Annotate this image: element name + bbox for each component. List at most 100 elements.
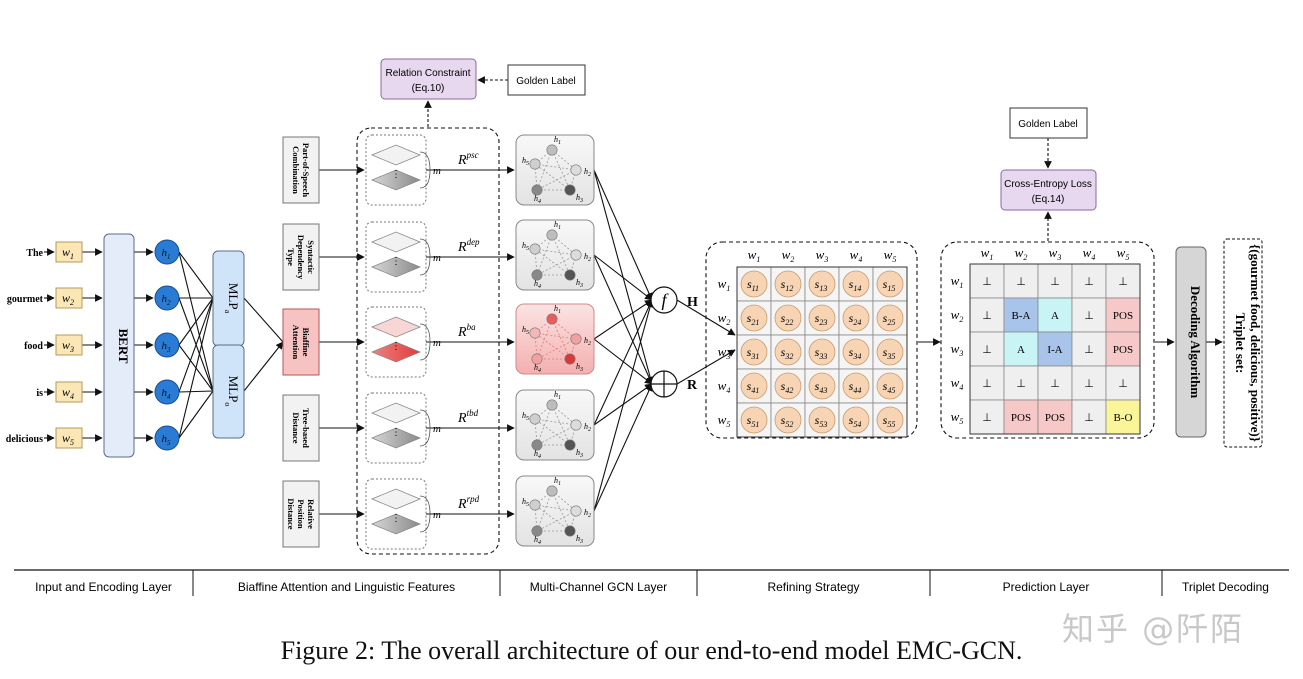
token-label: w1 (62, 245, 74, 261)
golden-label-right-text: Golden Label (1018, 119, 1078, 130)
refine-col-header: w4 (850, 247, 863, 264)
score-node (876, 406, 904, 434)
score-node (774, 338, 802, 366)
token-label: w2 (62, 291, 74, 307)
pred-cell-label: ⊥ (982, 378, 992, 390)
figure-caption: Figure 2: The overall architecture of ou… (280, 636, 1023, 665)
score-label: s11 (747, 277, 759, 293)
pred-cell-label: ⊥ (1016, 276, 1026, 288)
tensor-layer-bottom (370, 341, 422, 363)
hidden-state-label: h1 (162, 247, 171, 261)
input-word: is (36, 388, 43, 399)
refine-col-header: w1 (748, 247, 761, 264)
bert-label: BERT (116, 329, 131, 364)
score-node (740, 304, 768, 332)
token-box (55, 427, 83, 449)
cross-entropy-title: Cross-Entropy Loss (1004, 179, 1092, 190)
pred-cell (969, 399, 1005, 435)
H-label: H (687, 295, 698, 310)
gcn-node (564, 439, 576, 451)
relation-tensor-label: Rpsc (457, 150, 479, 168)
refine-row-header: w4 (718, 378, 731, 395)
pred-col-header: w5 (1117, 245, 1130, 262)
score-node (808, 338, 836, 366)
decoding-algorithm-block (1175, 246, 1207, 438)
gcn-node (529, 499, 541, 511)
pred-cell (1003, 297, 1039, 333)
gcn-node (531, 525, 543, 537)
decoding-algorithm-label: Decoding Algorithm (1188, 286, 1203, 398)
feature-container (356, 127, 500, 555)
score-label: s51 (747, 413, 760, 429)
score-node (808, 406, 836, 434)
pred-cell-label: POS (1011, 412, 1031, 424)
score-node (842, 372, 870, 400)
gcn-node (546, 399, 558, 411)
gcn-node (531, 439, 543, 451)
tensor-layer-top (370, 488, 422, 510)
feature-label: Distance (291, 412, 301, 443)
input-word: The (26, 248, 43, 259)
gcn-node-label: h2 (584, 167, 591, 178)
score-label: s15 (883, 277, 896, 293)
pred-cell (969, 365, 1005, 401)
pred-cell-label: ⊥ (1118, 378, 1128, 390)
pred-cell-label: ⊥ (1118, 276, 1128, 288)
score-label: s35 (883, 345, 896, 361)
pred-cell-label: POS (1045, 412, 1065, 424)
score-label: s21 (747, 311, 760, 327)
tensor-dots: ⋮ (391, 427, 401, 438)
score-node (740, 338, 768, 366)
score-label: s54 (849, 413, 862, 429)
pred-cell (1105, 365, 1141, 401)
refine-col-header: w2 (782, 247, 795, 264)
pred-cell-label: ⊥ (982, 412, 992, 424)
tensor-layer-top (370, 144, 422, 166)
token-box (55, 287, 83, 309)
pred-row-header: w5 (951, 409, 964, 426)
hidden-state-label: h3 (162, 340, 172, 354)
gcn-node-label: h2 (584, 252, 591, 263)
input-word: food (24, 341, 43, 352)
score-node (876, 270, 904, 298)
hidden-state-node (154, 379, 180, 405)
tensor-layer-bottom (370, 427, 422, 449)
pred-cell-label: B-A (1012, 310, 1031, 322)
gcn-node (564, 184, 576, 196)
refine-row-header: w2 (718, 310, 731, 327)
golden-label-box-right (1009, 107, 1088, 139)
pred-cell-label: ⊥ (982, 276, 992, 288)
score-label: s24 (849, 311, 862, 327)
triplet-set-value: {(gourmet food, delicious, positive)} (1248, 244, 1263, 442)
watermark-text: 知乎 @阡陌 (1062, 610, 1245, 648)
pred-row-header: w2 (951, 307, 964, 324)
feature-label: Syntactic (306, 240, 316, 274)
feature-label: Biaffine (301, 328, 311, 357)
input-word: delicious (6, 434, 43, 445)
score-node (740, 372, 768, 400)
gcn-node (570, 164, 582, 176)
layer-label: Triplet Decoding (1182, 580, 1269, 594)
gcn-node (531, 353, 543, 365)
score-label: s23 (815, 311, 828, 327)
gcn-node-label: h4 (534, 535, 541, 546)
score-node (774, 270, 802, 298)
score-label: s42 (781, 379, 794, 395)
pred-cell-label: ⊥ (1084, 378, 1094, 390)
tensor-dots: ⋮ (391, 341, 401, 352)
relation-tensor-label: Rba (457, 322, 476, 340)
score-label: s45 (883, 379, 896, 395)
gcn-node (529, 327, 541, 339)
token-label: w5 (62, 431, 74, 447)
gcn-node-label: h2 (584, 508, 591, 519)
tensor-dots: ⋮ (391, 169, 401, 180)
pred-cell (1071, 263, 1107, 299)
refine-row-header: w3 (718, 344, 731, 361)
gcn-node-label: h4 (534, 194, 541, 205)
score-label: s25 (883, 311, 896, 327)
gcn-node (546, 229, 558, 241)
gcn-node-label: h5 (522, 497, 529, 508)
gcn-node (564, 353, 576, 365)
refine-row-header: w1 (718, 276, 731, 293)
gcn-node-label: h1 (554, 220, 561, 231)
